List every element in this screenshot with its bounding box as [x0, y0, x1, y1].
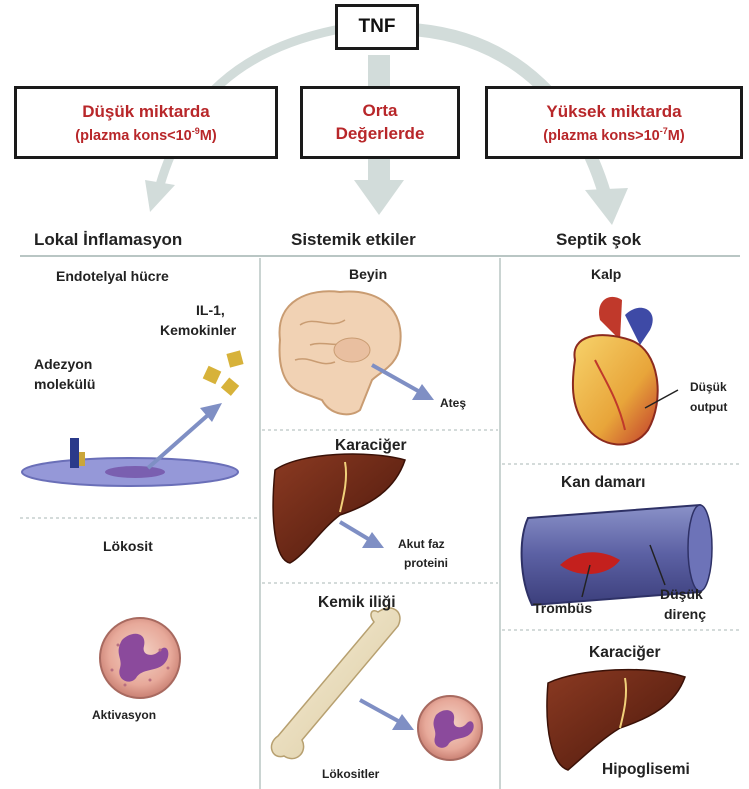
leukocyte-illustration [100, 618, 180, 698]
mid-level-title: Orta [363, 101, 398, 121]
column-header-septic: Septik şok [556, 230, 641, 250]
low-level-box: Düşük miktarda (plazma kons<10-9M) [14, 86, 278, 159]
il1-label-line1: IL-1, [196, 302, 225, 318]
liver-label-middle: Karaciğer [335, 437, 407, 455]
adhesion-label-line1: Adezyon [34, 356, 92, 372]
liver-label-right: Karaciğer [589, 644, 661, 662]
low-output-label-line1: Düşük [690, 380, 727, 394]
brain-illustration [280, 291, 434, 414]
vessel-label: Kan damarı [561, 474, 645, 492]
low-resistance-label-line2: direnç [664, 606, 706, 622]
low-level-title: Düşük miktarda [82, 102, 210, 122]
mid-level-box: Orta Değerlerde [300, 86, 460, 159]
mid-level-subtitle: Değerlerde [336, 124, 425, 144]
leukocytes-label: Lökositler [322, 767, 379, 781]
activation-label: Aktivasyon [92, 708, 156, 722]
column-header-local: Lokal İnflamasyon [34, 230, 182, 250]
il1-label-line2: Kemokinler [160, 322, 236, 338]
adhesion-label-line2: molekülü [34, 376, 95, 392]
column-header-systemic: Sistemik etkiler [291, 230, 416, 250]
bone-marrow-label: Kemik iliği [318, 594, 396, 612]
fever-label: Ateş [440, 396, 466, 410]
high-level-concentration: (plazma kons>10-7M) [543, 126, 684, 144]
arrow-right-head [585, 188, 628, 225]
high-level-box: Yüksek miktarda (plazma kons>10-7M) [485, 86, 743, 159]
acute-phase-label-line1: Akut faz [398, 537, 445, 551]
brain-label: Beyin [349, 266, 387, 282]
endothelial-cell-label: Endotelyal hücre [56, 268, 169, 284]
high-level-title: Yüksek miktarda [546, 102, 681, 122]
arrow-middle-head [354, 180, 404, 215]
low-level-concentration: (plazma kons<10-9M) [75, 126, 216, 144]
hypoglycemia-label: Hipoglisemi [602, 761, 690, 779]
heart-illustration [573, 297, 678, 445]
tnf-label: TNF [359, 16, 396, 38]
liver-illustration-right [547, 670, 685, 770]
leukocyte-label: Lökosit [103, 538, 153, 554]
liver-illustration-middle [273, 454, 405, 563]
heart-label: Kalp [591, 266, 621, 282]
low-output-label-line2: output [690, 400, 727, 414]
thrombus-label: Trombüs [533, 600, 592, 616]
low-resistance-label-line1: Düşük [660, 586, 703, 602]
acute-phase-label-line2: proteini [404, 556, 448, 570]
arrow-left-head [145, 180, 175, 212]
bone-illustration [271, 608, 482, 760]
tnf-box: TNF [335, 4, 419, 50]
